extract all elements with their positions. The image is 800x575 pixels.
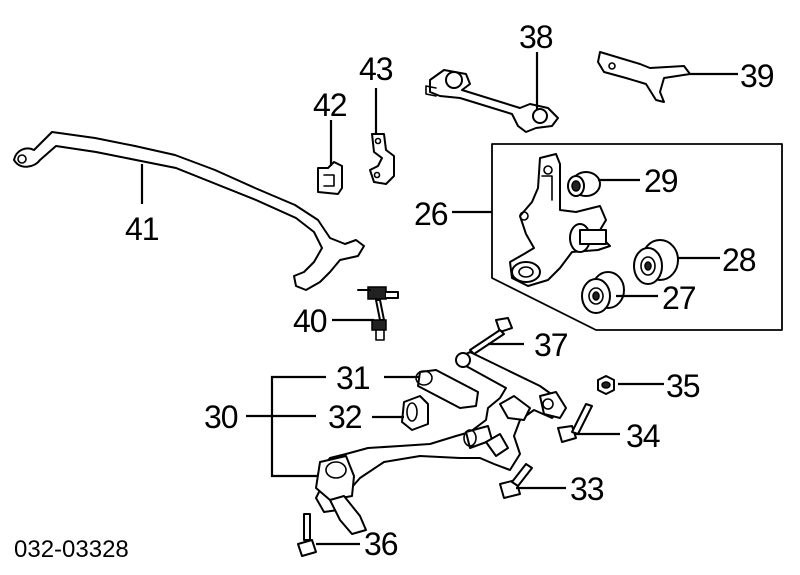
part-33-bolt[interactable] (499, 463, 533, 499)
knuckle-assembly-box (491, 143, 783, 331)
callout-labels: 38 39 42 43 41 40 29 26 28 27 37 31 35 3… (14, 19, 775, 563)
callout-35: 35 (666, 368, 700, 404)
callout-39: 39 (740, 58, 774, 94)
part-38-upper-arm[interactable] (425, 69, 559, 133)
callout-37: 37 (534, 327, 568, 363)
callout-29: 29 (644, 163, 678, 199)
part-40-stabilizer-link[interactable] (357, 286, 399, 341)
part-34-bolt[interactable] (557, 403, 593, 443)
leader-lines (140, 52, 738, 546)
part-36-bolt[interactable] (297, 513, 317, 557)
callout-32: 32 (328, 399, 362, 435)
part-43-holder[interactable] (369, 133, 395, 185)
part-35-nut[interactable] (597, 375, 615, 395)
part-42-bushing[interactable] (317, 161, 343, 195)
callout-33: 33 (570, 471, 604, 507)
part-29-bushing[interactable] (567, 171, 601, 197)
callout-34: 34 (626, 418, 660, 454)
part-37-bolt[interactable] (469, 317, 513, 355)
callout-28: 28 (722, 242, 756, 278)
part-39-bracket[interactable] (597, 51, 691, 103)
part-28-bushing[interactable] (633, 239, 679, 285)
part-26-knuckle[interactable] (509, 153, 611, 287)
callout-31: 31 (336, 360, 370, 396)
callout-38: 38 (519, 19, 553, 55)
callout-43: 43 (359, 51, 393, 87)
callout-27: 27 (662, 280, 696, 316)
callout-42: 42 (313, 87, 347, 123)
part-27-bushing[interactable] (581, 271, 625, 314)
diagram-code: 032-03328 (14, 536, 129, 563)
callout-40: 40 (293, 303, 327, 339)
callout-30: 30 (204, 399, 238, 435)
callout-41: 41 (125, 211, 159, 247)
lower-arm-assembly[interactable] (315, 351, 567, 535)
callout-26: 26 (414, 196, 448, 232)
part-41-stabilizer-bar[interactable] (13, 131, 365, 291)
part-32-bushing[interactable] (401, 395, 429, 431)
callout-36: 36 (364, 526, 398, 562)
